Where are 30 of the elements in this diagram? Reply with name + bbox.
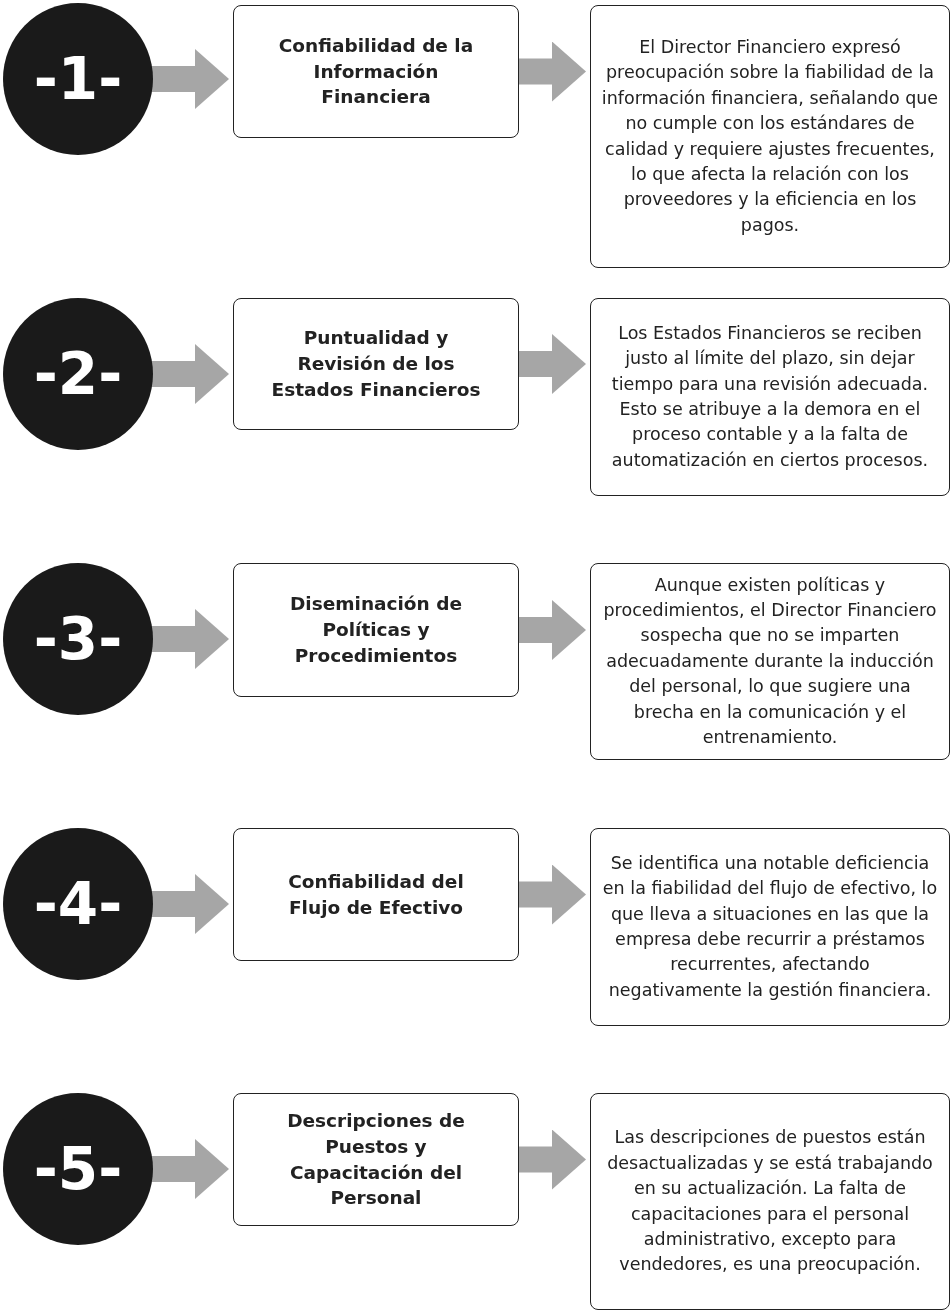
topic-title: Puntualidad y Revisión de los Estados Financieros <box>270 326 482 402</box>
description-box <box>590 828 950 1026</box>
topic-title: Confiabilidad del Flujo de Efectivo <box>287 869 465 920</box>
block-arrow <box>149 344 229 404</box>
topic-box <box>233 828 519 961</box>
topic-box <box>233 563 519 697</box>
topic-title: Diseminación de Políticas y Procedimientos <box>289 592 463 668</box>
description-box <box>590 1093 950 1310</box>
step-number: -4- <box>33 870 123 938</box>
block-arrow <box>149 874 229 934</box>
description-box <box>590 563 950 760</box>
topic-box <box>233 5 519 138</box>
step-number: -3- <box>33 605 123 673</box>
topic-title: Descripciones de Puestos y Capacitación del Personal <box>286 1108 466 1211</box>
description-text: El Director Financiero expresó preocupación sobre la fiabilidad de la información financiera, señalando que no cumple con los estándares de calidad y requiere ajustes frecuentes, lo que afecta la relación con los proveedores y la eficiencia en los pagos. <box>601 36 939 237</box>
description-box <box>590 298 950 496</box>
step-number: -5- <box>33 1135 123 1203</box>
topic-title: Confiabilidad de la Información Financiera <box>277 33 475 110</box>
block-arrow <box>149 49 229 109</box>
description-text: Aunque existen políticas y procedimientos, el Director Financiero sospecha que no se imparten adecuadamente durante la inducción del personal, lo que sugiere una brecha en la comunicación y el entrenamiento. <box>602 573 938 749</box>
topic-box <box>233 298 519 430</box>
topic-box <box>233 1093 519 1226</box>
description-text: Los Estados Financieros se reciben justo al límite del plazo, sin dejar tiempo para una revisión adecuada. Esto se atribuye a la demora en el proceso contable y a la falta de automatización en ciertos procesos. <box>610 321 930 472</box>
block-arrow <box>149 1139 229 1199</box>
block-arrow <box>149 609 229 669</box>
step-number: -1- <box>33 45 123 113</box>
description-text: Se identifica una notable deficiencia en la fiabilidad del flujo de efectivo, lo que lleva a situaciones en las que la empresa debe recurrir a préstamos recurrentes, afectando negativamente la gestión financiera. <box>601 851 939 1002</box>
step-number: -2- <box>33 340 123 408</box>
description-box <box>590 5 950 268</box>
description-text: Las descripciones de puestos están desactualizadas y se está trabajando en su actualización. La falta de capacitaciones para el personal administrativo, excepto para vendedores, es una preocupación. <box>606 1126 934 1277</box>
